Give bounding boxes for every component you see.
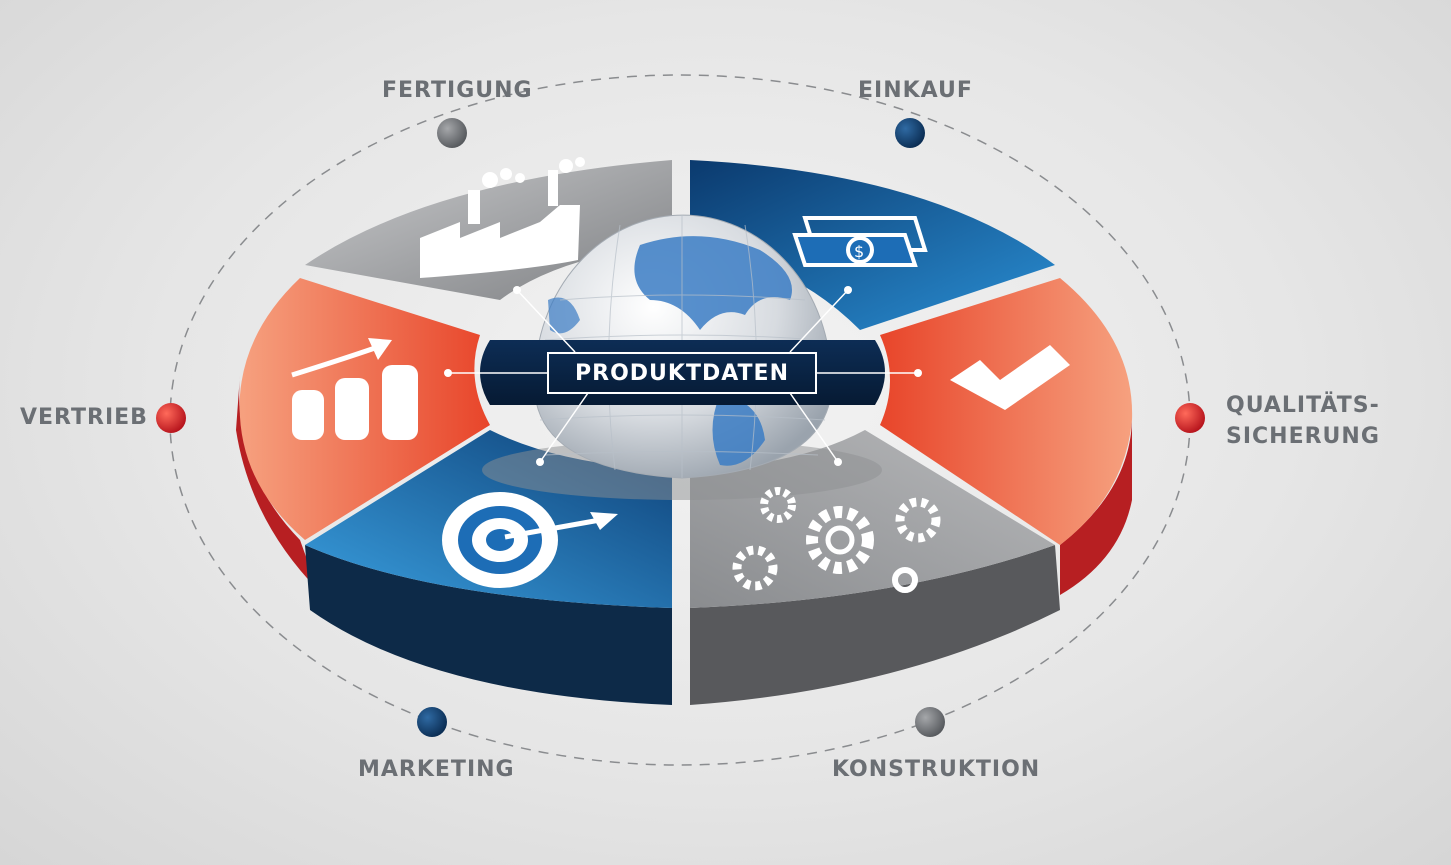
marketing-dot[interactable] — [417, 707, 447, 737]
fertigung-label: FERTIGUNG — [382, 78, 533, 103]
vertrieb-label: VERTRIEB — [20, 405, 148, 430]
center-band — [480, 340, 885, 405]
vertrieb-dot[interactable] — [156, 403, 186, 433]
qualitaet-segment[interactable] — [880, 278, 1133, 545]
checkmark-icon — [950, 345, 1070, 410]
globe-continent-south-america — [712, 395, 765, 466]
connector-lines — [448, 289, 918, 463]
einkauf-label: EINKAUF — [858, 78, 973, 103]
globe-continent-north-america — [634, 236, 792, 330]
qualitaet-label-line2: SICHERUNG — [1226, 424, 1380, 449]
target-icon — [442, 492, 618, 588]
connector-dots — [444, 286, 922, 466]
globe-continent-west — [548, 297, 580, 334]
center-label: PRODUKTDATEN — [575, 360, 789, 386]
marketing-label: MARKETING — [358, 757, 515, 782]
marketing-segment-side — [305, 545, 672, 705]
fertigung-dot[interactable] — [437, 118, 467, 148]
svg-text:$: $ — [854, 242, 864, 261]
qualitaet-segment-side — [1060, 420, 1132, 595]
konstruktion-dot[interactable] — [915, 707, 945, 737]
konstruktion-segment-side — [690, 545, 1060, 705]
gears-icon — [732, 487, 941, 593]
einkauf-dot[interactable] — [895, 118, 925, 148]
qualitaet-dot[interactable] — [1175, 403, 1205, 433]
qualitaet-label-line1: QUALITÄTS- — [1226, 393, 1380, 418]
factory-icon — [420, 157, 585, 278]
money-icon: $ — [792, 216, 928, 267]
konstruktion-label: KONSTRUKTION — [832, 757, 1041, 782]
sales-chart-icon — [291, 338, 418, 440]
